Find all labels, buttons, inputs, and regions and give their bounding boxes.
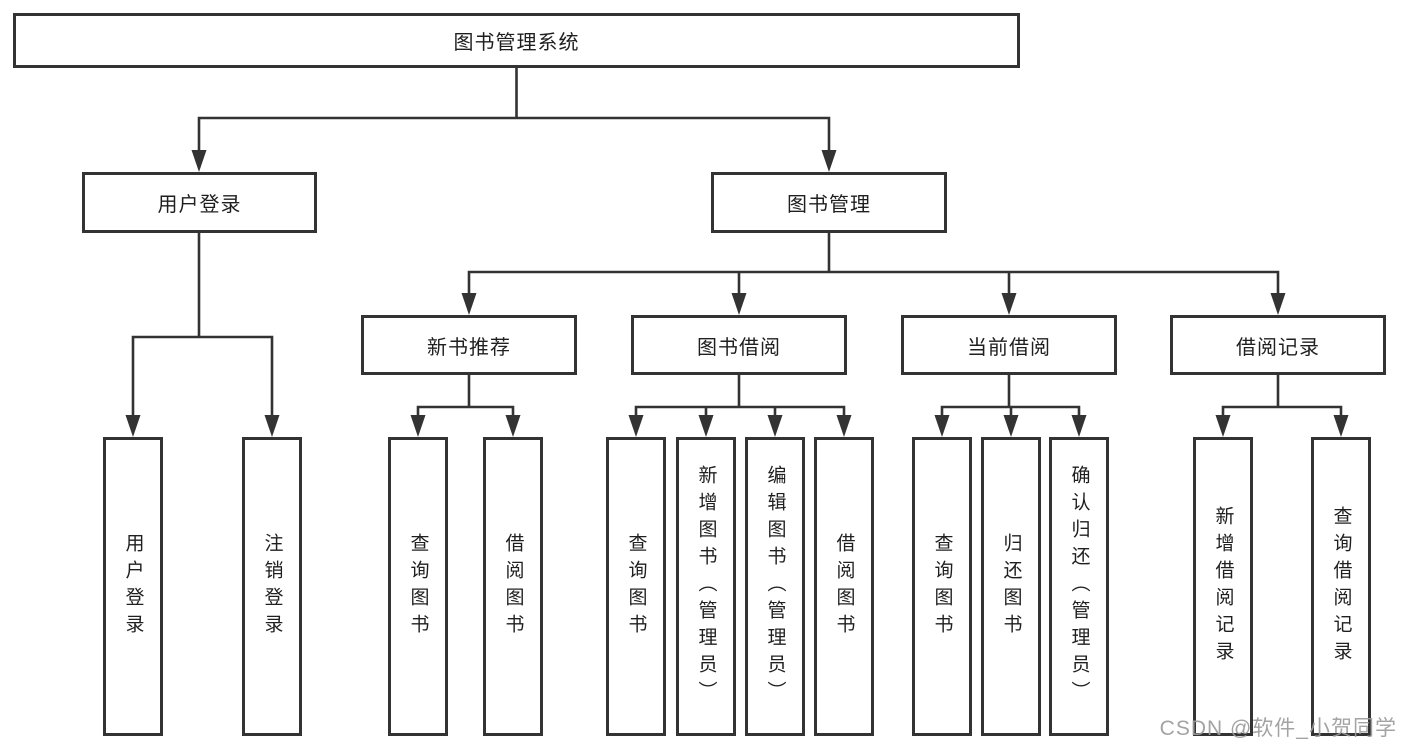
node-leaf-add-borrow-record: 新增借阅记录: [1193, 437, 1253, 736]
node-leaf-borrow-books-2: 借阅图书: [814, 437, 874, 736]
node-leaf-add-book-admin: 新增图书（管理员）: [676, 437, 736, 736]
node-borrow-records: 借阅记录: [1170, 315, 1386, 375]
node-leaf-query-books-1: 查询图书: [388, 437, 448, 736]
node-new-book-recommend: 新书推荐: [361, 315, 577, 375]
node-leaf-logout: 注销登录: [242, 437, 302, 736]
node-leaf-borrow-books-1: 借阅图书: [483, 437, 543, 736]
node-book-management: 图书管理: [711, 172, 947, 233]
node-leaf-user-login: 用户登录: [103, 437, 163, 736]
node-library-system: 图书管理系统: [13, 13, 1020, 68]
node-current-borrowing: 当前借阅: [901, 315, 1117, 375]
node-leaf-query-books-2: 查询图书: [606, 437, 666, 736]
node-user-login: 用户登录: [82, 172, 317, 233]
node-leaf-return-book: 归还图书: [981, 437, 1041, 736]
node-leaf-query-books-3: 查询图书: [912, 437, 972, 736]
node-leaf-edit-book-admin: 编辑图书（管理员）: [745, 437, 805, 736]
csdn-watermark: CSDN @软件_小贺同学: [1159, 717, 1397, 740]
node-leaf-query-borrow-record: 查询借阅记录: [1311, 437, 1371, 736]
node-book-borrowing: 图书借阅: [631, 315, 847, 375]
node-leaf-confirm-return-admin: 确认归还（管理员）: [1049, 437, 1109, 736]
